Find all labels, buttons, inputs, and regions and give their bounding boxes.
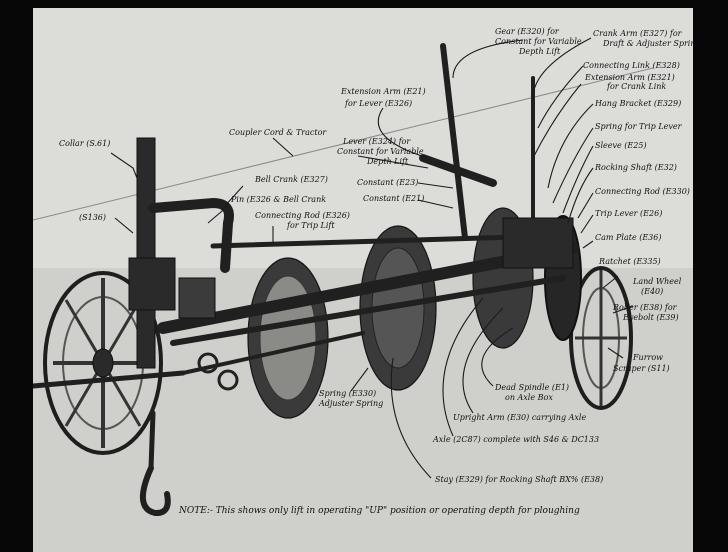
label-extension-arm-sub: for Lever (E326) <box>344 99 412 108</box>
left-wheel <box>43 271 163 455</box>
label-lever: Lever (E324) for <box>342 137 411 146</box>
label-furrow-scraper-sub: Scraper (S11) <box>613 364 670 373</box>
label-spring-sub: Adjuster Spring <box>318 399 383 408</box>
label-collar: Collar (S.61) <box>59 139 110 148</box>
label-connecting-rod: Connecting Rod (E330) <box>595 187 690 196</box>
label-lever-sub1: Constant for Variable <box>337 147 424 156</box>
label-gear-sub1: Constant for Variable <box>495 37 582 46</box>
label-extension-arm: Extension Arm (E21) <box>340 87 426 96</box>
label-connecting-pin: Connecting Rod (E326) <box>255 211 350 220</box>
leader-lines <box>110 37 634 479</box>
label-s136: (S136) <box>79 213 106 222</box>
left-column <box>128 137 234 369</box>
hitch-hook <box>140 352 239 517</box>
label-connecting-link: Connecting Link (E328) <box>583 61 680 70</box>
label-extension-arm2: Extension Arm (E321) <box>584 73 675 82</box>
label-cam-plate: Cam Plate (E36) <box>595 233 661 242</box>
label-dead-spindle: Dead Spindle (E1) <box>494 383 569 392</box>
label-gear: Gear (E320) for <box>495 27 560 36</box>
label-stay: Stay (E329) for Rocking Shaft BX% (E38) <box>435 475 603 484</box>
lever-uprights <box>419 43 574 269</box>
label-gear-sub2: Depth Lift <box>518 47 561 56</box>
right-wheel <box>569 266 633 410</box>
label-spring: Spring (E330) <box>319 389 376 398</box>
label-constant-e21: Constant (E21) <box>363 194 424 203</box>
label-land-wheel-sub: (E40) <box>641 287 663 296</box>
label-crank-arm: Crank Arm (E327) for <box>593 29 683 38</box>
label-roller-sub: Eyebolt (E39) <box>622 313 679 322</box>
label-upright-arm: Upright Arm (E30) carrying Axle <box>453 413 586 422</box>
label-hanger-bracket: Hang Bracket (E329) <box>594 99 681 108</box>
label-lever-sub2: Depth Lift <box>366 157 409 166</box>
label-crank-arm-sub: Draft & Adjuster Springs <box>602 39 693 48</box>
label-extension-arm2-sub: for Crank Link <box>606 82 666 91</box>
label-spring-trip: Spring for Trip Lever <box>595 122 683 131</box>
label-axle: Axle (2C87) complete with S46 & DC133 <box>432 435 599 444</box>
label-rocking-shaft: Rocking Shaft (E32) <box>594 163 677 172</box>
label-land-wheel: Land Wheel <box>632 277 682 286</box>
label-constant-e23: Constant (E23) <box>357 178 418 187</box>
label-coupler-cord: Coupler Cord & Tractor <box>229 128 327 137</box>
label-roller: Roller (E38) for <box>612 303 678 312</box>
label-trip-lever: Trip Lever (E26) <box>595 209 662 218</box>
label-connecting-pin-sub: for Trip Lift <box>286 221 335 230</box>
coupler-cord-line <box>33 67 654 221</box>
label-sleeve: Sleeve (E25) <box>595 141 647 150</box>
label-bell-crank: Bell Crank (E327) <box>254 175 328 184</box>
note-text: NOTE:- This shows only lift in operating… <box>178 506 580 516</box>
annotated-plough-photo: Collar (S.61) (S136) Coupler Cord & Trac… <box>33 8 693 542</box>
label-furrow-scraper: Furrow <box>632 353 663 362</box>
label-pin: Pin (E326 & Bell Crank <box>230 195 326 204</box>
label-dead-spindle-sub: on Axle Box <box>505 393 553 402</box>
plough-illustration: Collar (S.61) (S136) Coupler Cord & Trac… <box>33 8 693 542</box>
label-ratchet: Ratchet (E335) <box>598 257 661 266</box>
next-frame-strip <box>33 540 693 552</box>
